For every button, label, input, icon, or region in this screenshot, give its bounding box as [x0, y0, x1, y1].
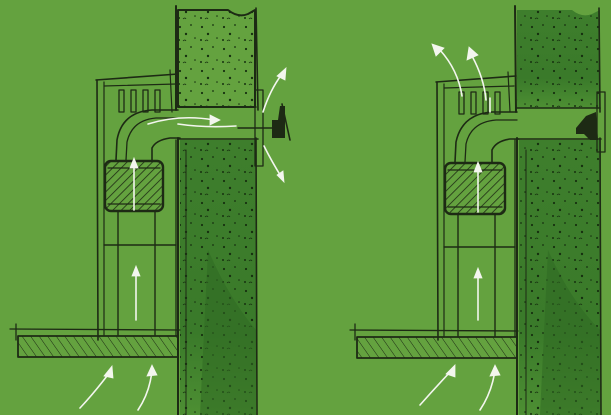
- left-upper-wall: [176, 6, 258, 110]
- right-grille: [459, 92, 500, 114]
- left-lower-wall: [178, 138, 258, 415]
- duct-icon: [444, 112, 519, 336]
- right-lower-wall: [517, 138, 601, 415]
- left-panel: [10, 6, 290, 415]
- right-panel: [350, 6, 605, 415]
- right-upper-wall: [515, 6, 600, 112]
- left-grille: [119, 90, 160, 112]
- right-floor-slab: [350, 324, 518, 358]
- duct-icon: [104, 110, 180, 336]
